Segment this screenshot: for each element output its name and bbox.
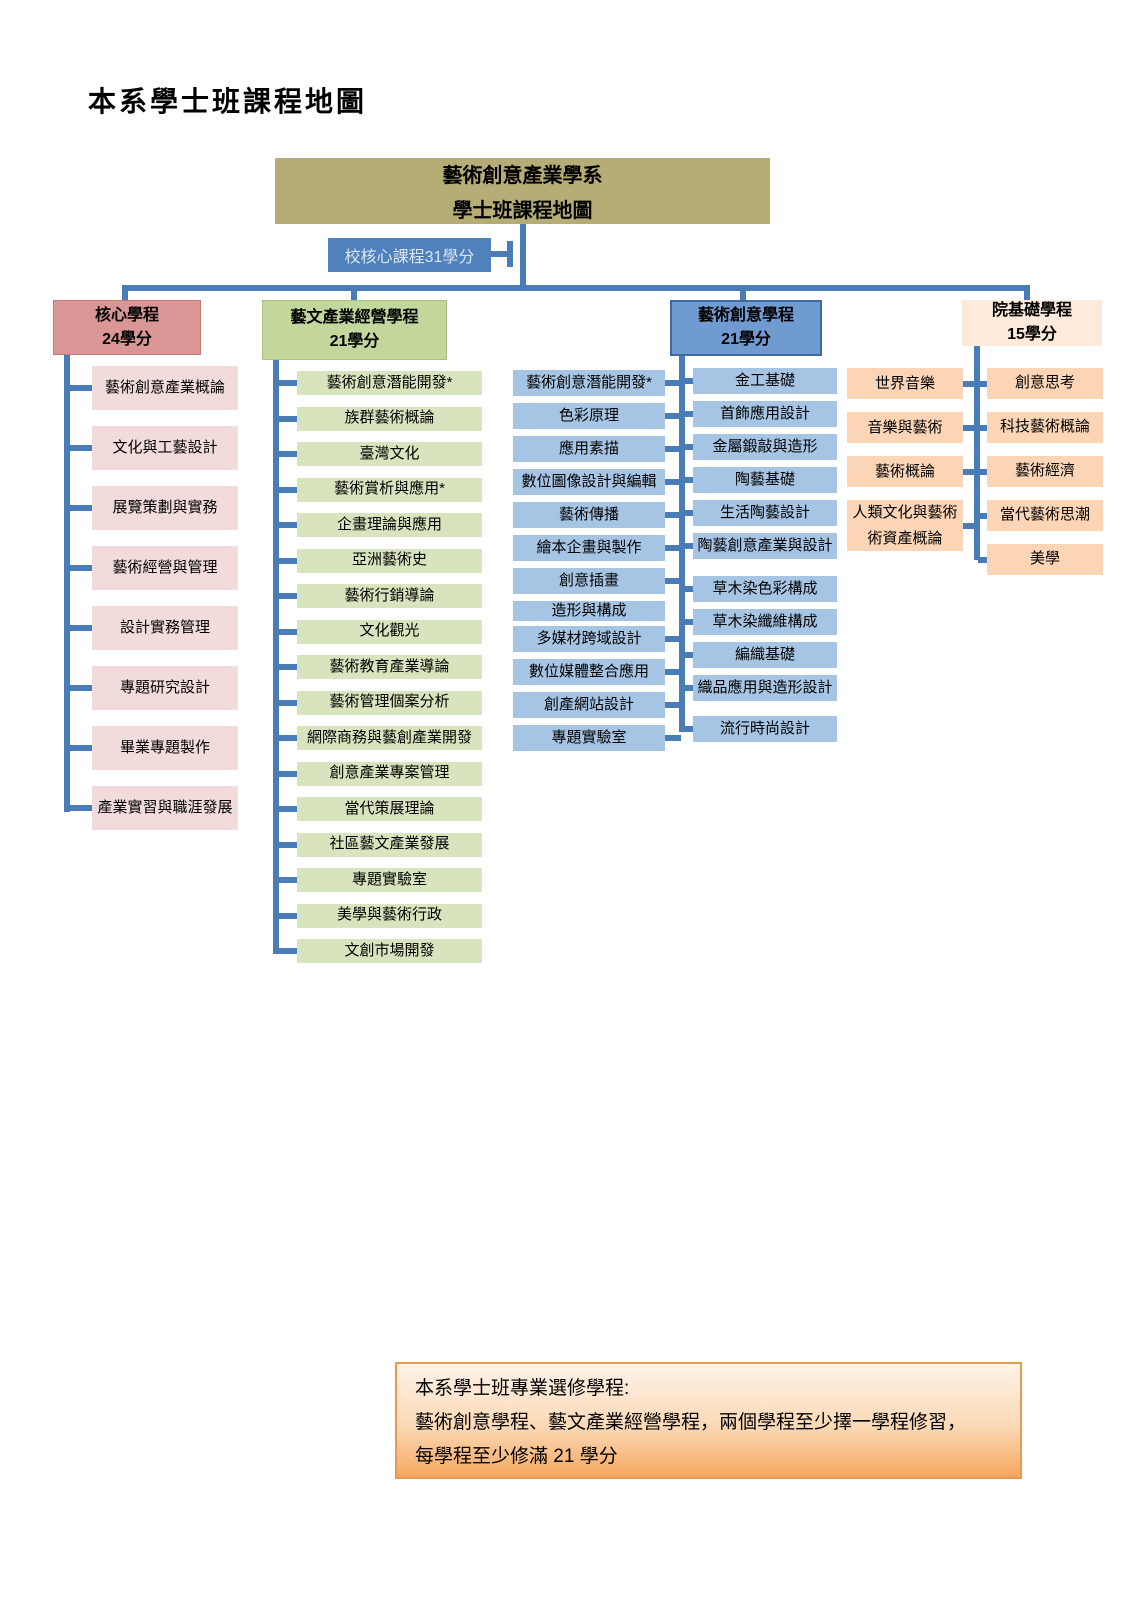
course-list-art-creative-right: 金工基礎首飾應用設計金屬鍛敲與造形陶藝基礎生活陶藝設計陶藝創意產業與設計草木染色…: [693, 368, 837, 742]
course-box: 世界音樂: [847, 368, 963, 399]
connector-trunk-business: [273, 358, 279, 954]
course-box: 藝術經濟: [987, 456, 1103, 487]
program-credits: 21學分: [721, 331, 771, 348]
program-header-college-foundation: 院基礎學程 15學分: [962, 300, 1102, 346]
course-box: 社區藝文產業發展: [297, 832, 482, 857]
program-credits: 15學分: [1007, 326, 1057, 343]
course-box: 人類文化與藝術術資產概論: [847, 500, 963, 551]
course-box: 文創市場開發: [297, 939, 482, 963]
program-header-arts-business: 藝文產業經營學程 21學分: [262, 300, 447, 360]
course-box: 當代策展理論: [297, 797, 482, 821]
course-box: 文化與工藝設計: [92, 426, 238, 470]
connector-stub-foundation: [1024, 285, 1030, 301]
course-box: 創意產業專案管理: [297, 761, 482, 786]
program-title: 藝文產業經營學程: [290, 309, 419, 327]
program-header-core: 核心學程 24學分: [53, 300, 201, 355]
course-box: 當代藝術思潮: [987, 500, 1103, 531]
department-root-box: 藝術創意產業學系 學士班課程地圖: [275, 158, 770, 224]
course-box: 展覽策劃與實務: [92, 486, 238, 530]
course-box: 造形與構成: [513, 601, 665, 621]
course-box: 數位媒體整合應用: [513, 659, 665, 685]
note-line-3: 每學程至少修滿 21 學分: [415, 1446, 618, 1467]
course-box: 應用素描: [513, 436, 665, 462]
map-subtitle: 學士班課程地圖: [452, 200, 593, 222]
course-box: 藝術行銷導論: [297, 584, 482, 608]
connector-root-vertical: [520, 224, 526, 287]
course-list-art-creative-left: 藝術創意潛能開發* 色彩原理應用素描數位圖像設計與編輯藝術傳播繪本企畫與製作創意插…: [513, 370, 665, 751]
course-box: 藝術創意潛能開發*: [513, 370, 665, 396]
connector-spine: [122, 285, 1030, 291]
course-list-foundation-right: 創意思考科技藝術概論藝術經濟當代藝術思潮美學: [987, 368, 1103, 575]
course-box: 企畫理論與應用: [297, 513, 482, 537]
course-box: 多媒材跨域設計: [513, 626, 665, 652]
course-box: 臺灣文化: [297, 442, 482, 466]
course-box: 陶藝基礎: [693, 467, 837, 493]
connector-stub-creative: [740, 287, 746, 301]
course-box: 設計實務管理: [92, 606, 238, 650]
course-box: 美學與藝術行政: [297, 903, 482, 928]
program-header-art-creative: 藝術創意學程 21學分: [670, 300, 822, 356]
course-box: 流行時尚設計: [693, 716, 837, 742]
program-title: 院基礎學程: [991, 302, 1072, 320]
course-list-core: 藝術創意產業概論文化與工藝設計展覽策劃與實務藝術經營與管理設計實務管理專題研究設…: [92, 366, 238, 830]
course-box: 畢業專題製作: [92, 726, 238, 770]
elective-program-note-box: 本系學士班專業選修學程: 藝術創意學程、藝文產業經營學程，兩個學程至少擇一學程修…: [395, 1362, 1022, 1479]
connector-stub-core: [122, 287, 128, 301]
course-box: 產業實習與職涯發展: [92, 786, 238, 830]
course-box: 藝術創意潛能開發*: [297, 371, 482, 395]
note-line-2: 藝術創意學程、藝文產業經營學程，兩個學程至少擇一學程修習，: [415, 1412, 967, 1433]
course-box: 音樂與藝術: [847, 412, 963, 443]
course-box: 網際商務與藝創產業開發: [297, 726, 482, 750]
connector-school-core-cap: [507, 241, 513, 267]
program-credits: 24學分: [102, 330, 152, 348]
note-line-1: 本系學士班專業選修學程:: [415, 1378, 630, 1399]
course-box: 專題實驗室: [297, 868, 482, 892]
course-list-arts-business: 藝術創意潛能開發* 族群藝術概論臺灣文化藝術賞析與應用* 企畫理論與應用亞洲藝術史藝…: [297, 371, 482, 963]
program-title: 核心學程: [94, 306, 159, 324]
course-box: 編織基礎: [693, 642, 837, 668]
course-box: 創意思考: [987, 368, 1103, 399]
course-box: 藝術創意產業概論: [92, 366, 238, 410]
course-box: 草木染纖維構成: [693, 609, 837, 635]
course-box: 專題實驗室: [513, 725, 665, 751]
course-box: 生活陶藝設計: [693, 500, 837, 526]
course-box: 陶藝創意產業與設計: [693, 533, 837, 559]
course-box: 科技藝術概論: [987, 412, 1103, 443]
page-title: 本系學士班課程地圖: [88, 85, 368, 118]
course-box: 藝術經營與管理: [92, 546, 238, 590]
program-title: 藝術創意學程: [697, 307, 794, 325]
connector-school-core-elbow: [491, 251, 509, 257]
course-box: 族群藝術概論: [297, 406, 482, 431]
program-credits: 21學分: [329, 333, 380, 350]
course-box: 草木染色彩構成: [693, 576, 837, 602]
course-box: 藝術教育產業導論: [297, 655, 482, 679]
school-core-credits-box: 校核心課程31學分: [328, 238, 491, 272]
course-box: 藝術管理個案分析: [297, 690, 482, 715]
connector-stub-business: [351, 287, 357, 301]
course-box: 創意插畫: [513, 568, 665, 594]
course-box: 專題研究設計: [92, 666, 238, 710]
course-box: 藝術傳播: [513, 502, 665, 528]
course-box: 金屬鍛敲與造形: [693, 434, 837, 460]
course-box: 首飾應用設計: [693, 401, 837, 427]
course-box: 織品應用與造形設計: [693, 675, 837, 701]
course-box: 文化觀光: [297, 619, 482, 644]
course-box: 繪本企畫與製作: [513, 535, 665, 561]
course-box: 藝術概論: [847, 456, 963, 487]
course-box: 創產網站設計: [513, 692, 665, 718]
connector-trunk-core: [64, 353, 70, 812]
course-box: 金工基礎: [693, 368, 837, 394]
course-box: 色彩原理: [513, 403, 665, 429]
course-box: 亞洲藝術史: [297, 548, 482, 573]
course-box: 數位圖像設計與編輯: [513, 469, 665, 495]
course-box: 美學: [987, 544, 1103, 575]
department-name: 藝術創意產業學系: [442, 165, 603, 187]
course-list-foundation-left: 世界音樂音樂與藝術藝術概論人類文化與藝術術資產概論: [847, 368, 963, 551]
connector-trunk-creative: [679, 352, 685, 732]
course-box: 藝術賞析與應用*: [297, 477, 482, 502]
connector-trunk-foundation: [974, 346, 980, 560]
